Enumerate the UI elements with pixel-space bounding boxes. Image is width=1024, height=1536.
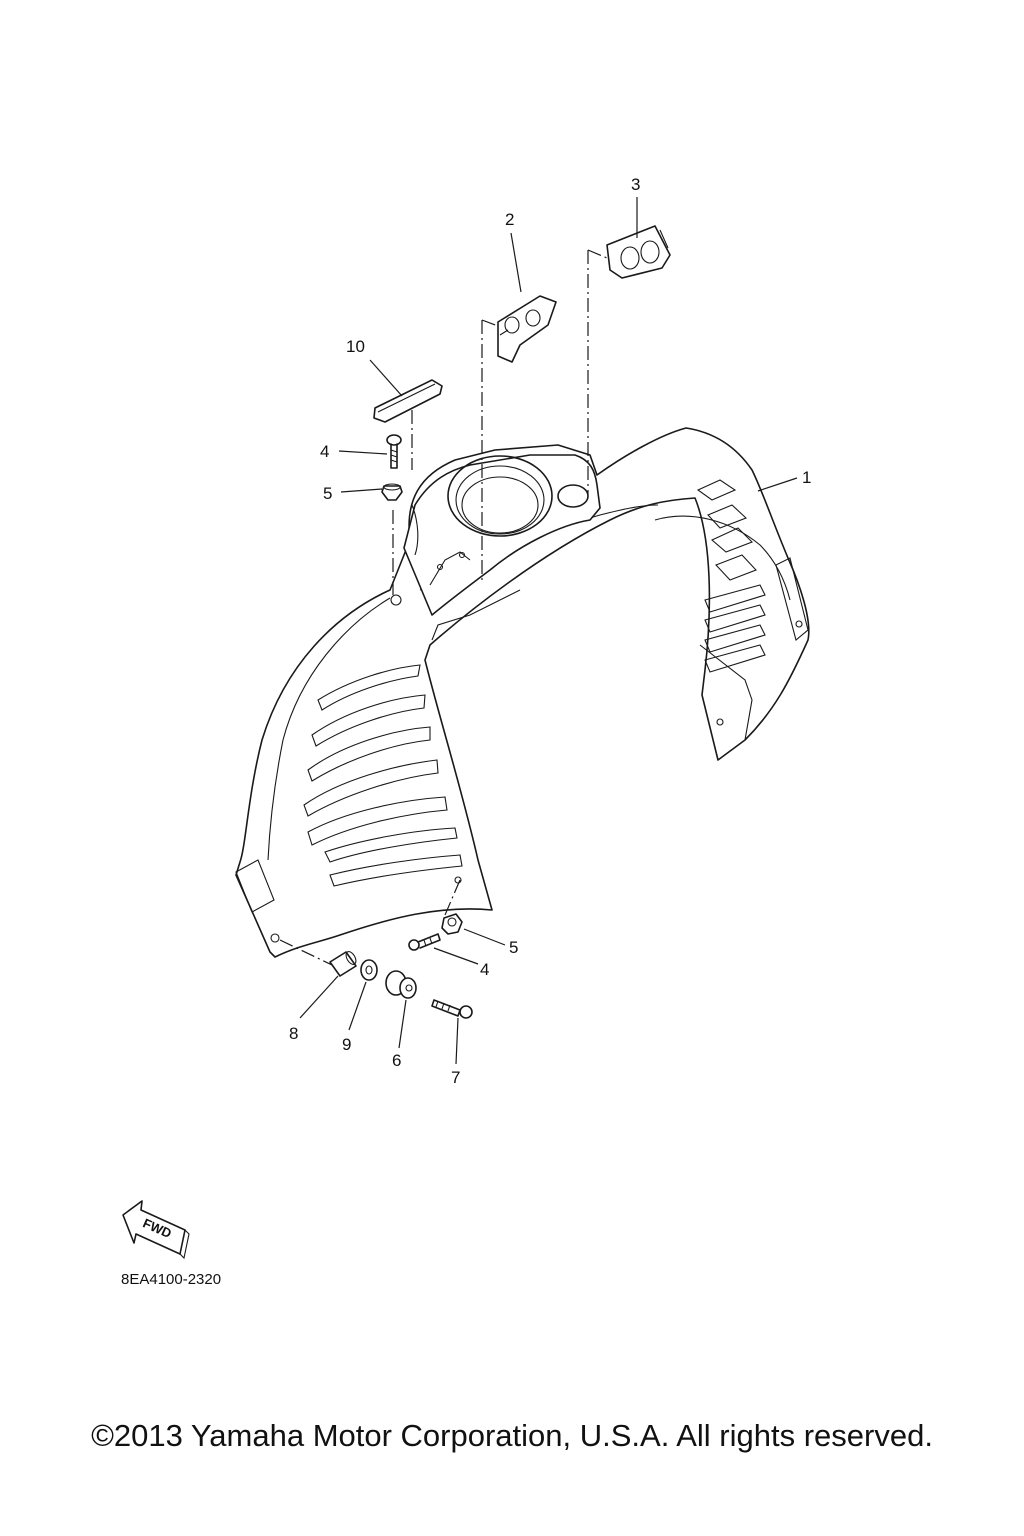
copyright-notice: ©2013 Yamaha Motor Corporation, U.S.A. A…: [91, 1418, 933, 1453]
callout-2: 2: [505, 210, 514, 229]
part-7-screw: [431, 999, 473, 1019]
diagram-code: 8EA4100-2320: [121, 1271, 222, 1288]
callout-3: 3: [631, 175, 640, 194]
callout-5-upper: 5: [323, 484, 332, 503]
part-6-grommet: [385, 970, 417, 999]
callout-10: 10: [346, 337, 365, 356]
part-5-nut-upper: [381, 483, 403, 501]
callout-7: 7: [451, 1068, 460, 1087]
meter-housing: [403, 454, 601, 616]
part-10-strip: [373, 379, 443, 423]
callout-9: 9: [342, 1035, 351, 1054]
part-2-plate: [497, 295, 557, 363]
part-4-bolt-upper: [386, 434, 402, 469]
part-5-nut-lower: [441, 913, 463, 935]
fwd-arrow-icon: FWD: [122, 1200, 190, 1260]
assembly-lines: [279, 249, 608, 966]
callouts: 1 2 3 10 4 5 5 4 8 9 6 7: [289, 175, 811, 1087]
callout-4-lower: 4: [480, 960, 489, 979]
part-9-washer: [360, 959, 378, 981]
callout-4-upper: 4: [320, 442, 329, 461]
callout-8: 8: [289, 1024, 298, 1043]
leader-lines: [299, 197, 798, 1065]
part-1-inner-panel: [235, 427, 810, 958]
callout-5-lower: 5: [509, 938, 518, 957]
part-3-plate: [606, 225, 671, 279]
part-4-bolt-lower: [408, 933, 441, 951]
part-8-collar: [329, 951, 357, 977]
callout-6: 6: [392, 1051, 401, 1070]
callout-1: 1: [802, 468, 811, 487]
